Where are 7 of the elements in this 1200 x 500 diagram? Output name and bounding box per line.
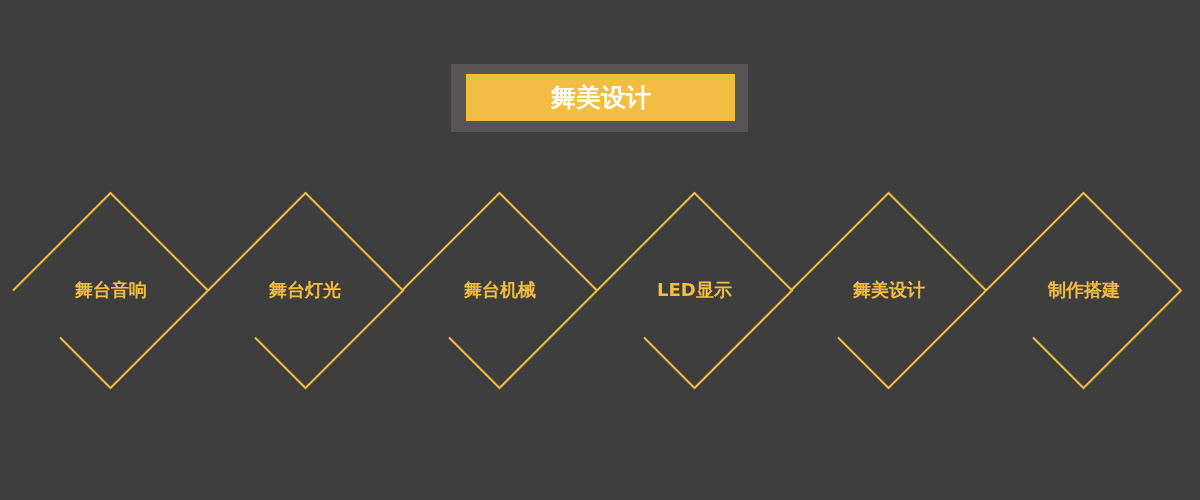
diamond-label: 舞台灯光 bbox=[268, 279, 343, 301]
diamond-label: 舞台机械 bbox=[462, 279, 537, 301]
diamond-label: LED显示 bbox=[655, 279, 733, 301]
diamond-label: 舞美设计 bbox=[851, 279, 926, 301]
diamond-label: 制作搭建 bbox=[1046, 279, 1121, 301]
title: 舞美设计 bbox=[550, 82, 651, 114]
diamond-label: 舞台音响 bbox=[73, 279, 148, 301]
